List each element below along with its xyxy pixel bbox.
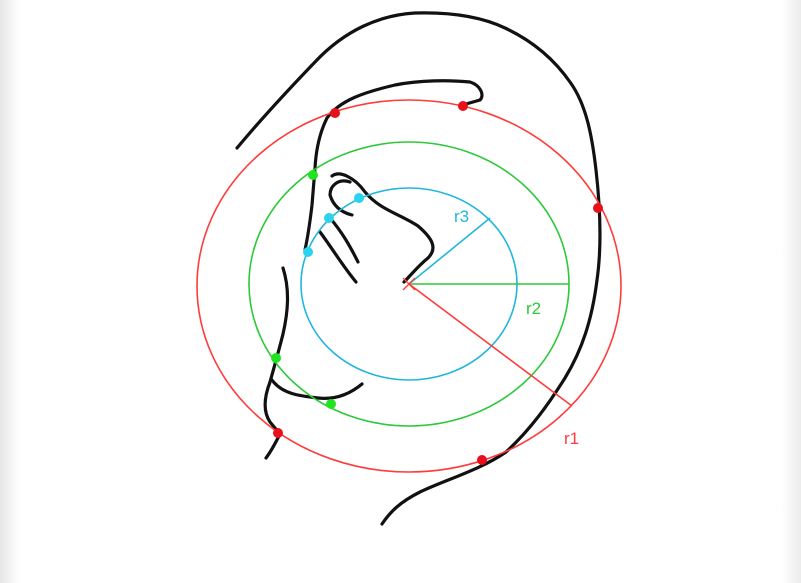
left-edge-shading — [0, 0, 20, 583]
inner-intersection-point — [303, 247, 313, 257]
lobule-branch-curve — [270, 378, 364, 400]
outer-intersection-point — [273, 428, 283, 438]
concha-mid-curve — [328, 216, 360, 264]
inner-intersection-point — [354, 193, 364, 203]
inner-helix-curve — [325, 79, 484, 120]
middle-intersection-point — [271, 353, 281, 363]
radius-lines — [402, 217, 573, 407]
intersection-points — [271, 101, 603, 465]
outer-intersection-point — [330, 108, 340, 118]
radius-line-r1 — [408, 283, 573, 407]
center-marker — [402, 277, 416, 291]
outer-intersection-point — [593, 203, 603, 213]
radius-line-r3 — [408, 217, 491, 285]
outer-intersection-point — [458, 101, 468, 111]
inner-intersection-point — [324, 213, 334, 223]
outer-circle-r1 — [196, 99, 622, 473]
concha-upper-curve — [330, 172, 435, 284]
right-edge-shading — [781, 0, 801, 583]
middle-intersection-point — [326, 399, 336, 409]
antihelix-curve — [303, 116, 329, 252]
tragus-fold-curve — [328, 179, 354, 217]
label-r1: r1 — [564, 429, 579, 448]
outer-intersection-point — [477, 455, 487, 465]
analysis-circles — [196, 99, 622, 473]
label-r2: r2 — [526, 299, 541, 318]
label-r3: r3 — [454, 207, 469, 226]
ear-outline — [235, 11, 602, 526]
concha-lower-curve — [318, 230, 358, 284]
outer-helix-curve — [235, 11, 602, 526]
middle-intersection-point — [308, 170, 318, 180]
